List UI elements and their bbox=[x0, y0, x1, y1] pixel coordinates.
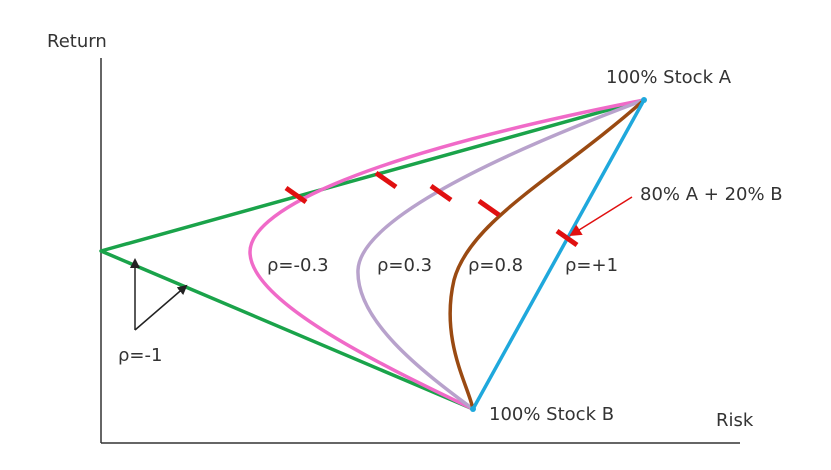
label-rho-03: ρ=0.3 bbox=[377, 255, 432, 276]
marker-rho-pos1 bbox=[555, 228, 579, 248]
y-axis-label: Return bbox=[47, 31, 107, 52]
stock-b-point bbox=[470, 406, 476, 412]
marker-rho-03 bbox=[429, 183, 453, 203]
curve-rho-03 bbox=[356, 98, 645, 411]
x-axis-label: Risk bbox=[716, 410, 754, 431]
label-rho-neg03: ρ=-0.3 bbox=[267, 255, 329, 276]
rho-neg1-arrow-lower bbox=[134, 284, 188, 331]
label-rho-pos1: ρ=+1 bbox=[565, 255, 618, 276]
curve-rho-pos1 bbox=[471, 99, 646, 410]
stock-b-label: 100% Stock B bbox=[489, 404, 614, 425]
stock-a-point bbox=[641, 97, 647, 103]
marker-rho-neg03 bbox=[374, 170, 398, 190]
annotation-label: 80% A + 20% B bbox=[640, 184, 783, 205]
curve-rho-neg03 bbox=[248, 98, 645, 411]
label-rho-08: ρ=0.8 bbox=[468, 255, 523, 276]
curve-rho-08 bbox=[448, 98, 646, 410]
label-rho-neg1: ρ=-1 bbox=[118, 345, 162, 366]
stock-a-label: 100% Stock A bbox=[606, 67, 732, 88]
curve-rho-neg1 bbox=[99, 98, 645, 411]
marker-rho-08 bbox=[477, 198, 501, 218]
marker-rho-neg1 bbox=[284, 185, 308, 205]
annotation-arrow bbox=[569, 196, 633, 237]
